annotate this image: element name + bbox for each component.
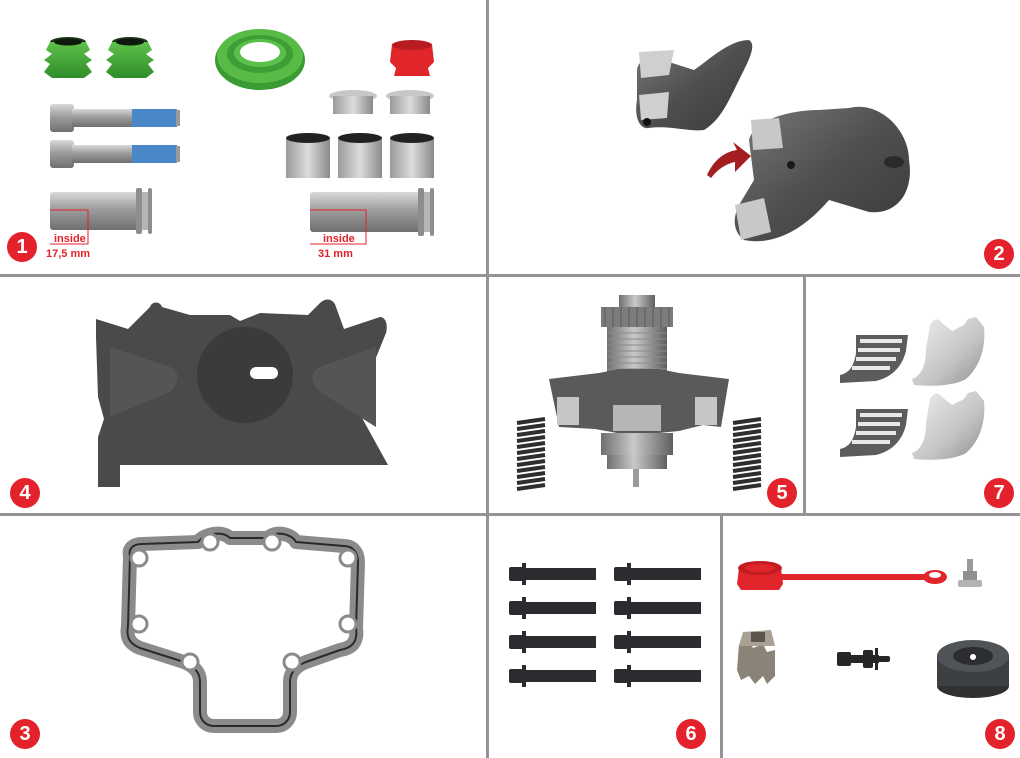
panel-6: 6 xyxy=(489,516,720,758)
lever-casting-large-icon xyxy=(734,106,910,242)
flange-bolt-icon xyxy=(509,563,596,585)
panel-5-parts xyxy=(516,295,762,491)
flange-bolt-icon xyxy=(614,563,701,585)
flange-bolt-icon xyxy=(614,631,701,653)
red-curved-arrow-icon xyxy=(707,142,751,178)
flange-bolt-icon xyxy=(509,665,596,687)
panel-7-parts xyxy=(840,317,985,460)
panel-badge-6: 6 xyxy=(676,719,706,749)
divider-v-row1 xyxy=(486,0,489,275)
panel-4-parts xyxy=(96,299,388,487)
bellows-boot-icon xyxy=(106,37,154,78)
bearing-shell-icon xyxy=(912,317,985,386)
red-cap-icon xyxy=(390,40,434,76)
bushing-icon xyxy=(338,133,382,178)
bushing-icon xyxy=(390,133,434,178)
panel-5: 5 xyxy=(489,277,803,513)
shoulder-pin-icon xyxy=(958,559,982,587)
bellows-boot-icon xyxy=(44,37,92,78)
panel-8-parts xyxy=(737,559,1009,698)
divider-h-2 xyxy=(0,513,1020,516)
cap-screw-icon xyxy=(50,140,180,168)
measurement-short-value: 17,5 mm xyxy=(46,248,91,260)
panel-6-parts xyxy=(509,563,701,687)
panel-4: 4 xyxy=(0,277,486,513)
measurement-short-label: inside xyxy=(54,233,86,245)
panel-3-parts xyxy=(120,526,365,733)
panel-3: 3 xyxy=(0,516,486,758)
panel-2: 2 xyxy=(489,0,1020,274)
grey-cap-icon xyxy=(329,90,377,114)
divider-h-1 xyxy=(0,274,1020,277)
red-strap-cap-icon xyxy=(737,561,947,590)
adjuster-mechanism-icon xyxy=(549,295,729,487)
divider-v-row2b xyxy=(803,277,806,514)
adjuster-stud-icon xyxy=(837,648,890,670)
lever-casting-small-icon xyxy=(636,40,753,131)
divider-v-row2a xyxy=(486,277,489,514)
panel-badge-7: 7 xyxy=(984,478,1014,508)
panel-7: 7 xyxy=(806,277,1020,513)
panel-1: inside 17,5 mm inside 31 mm 1 xyxy=(0,0,486,274)
flange-bolt-icon xyxy=(509,597,596,619)
retainer-plate-icon xyxy=(96,299,388,487)
panel-8: 8 xyxy=(723,516,1020,758)
flange-bolt-icon xyxy=(509,631,596,653)
needle-cage-icon xyxy=(840,335,908,383)
divider-v-row3a xyxy=(486,516,489,758)
measurement-long-label: inside xyxy=(323,233,355,245)
panel-badge-2: 2 xyxy=(984,239,1014,269)
panel-badge-1: 1 xyxy=(7,232,37,262)
divider-v-row3b xyxy=(720,516,723,758)
spring-icon xyxy=(516,417,546,491)
panel-badge-3: 3 xyxy=(10,719,40,749)
panel-badge-4: 4 xyxy=(10,478,40,508)
needle-cage-icon xyxy=(840,409,908,457)
bushing-icon xyxy=(286,133,330,178)
spring-icon xyxy=(732,417,762,491)
panel-badge-5: 5 xyxy=(767,478,797,508)
cap-screw-icon xyxy=(50,104,180,132)
flange-bolt-icon xyxy=(614,597,701,619)
ring-seal-icon xyxy=(215,29,305,90)
bearing-shell-icon xyxy=(912,391,985,460)
grey-cap-icon xyxy=(386,90,434,114)
panel-badge-8: 8 xyxy=(985,719,1015,749)
rubber-bush-icon xyxy=(937,640,1009,698)
pinion-gear-icon xyxy=(737,630,775,684)
panel-2-parts xyxy=(636,40,910,242)
measurement-long-value: 31 mm xyxy=(318,248,353,260)
guide-sleeve-long-icon xyxy=(310,188,434,236)
guide-sleeve-short-icon xyxy=(50,188,152,234)
flange-bolt-icon xyxy=(614,665,701,687)
panel-1-parts xyxy=(44,29,434,245)
gasket-icon xyxy=(120,526,365,733)
